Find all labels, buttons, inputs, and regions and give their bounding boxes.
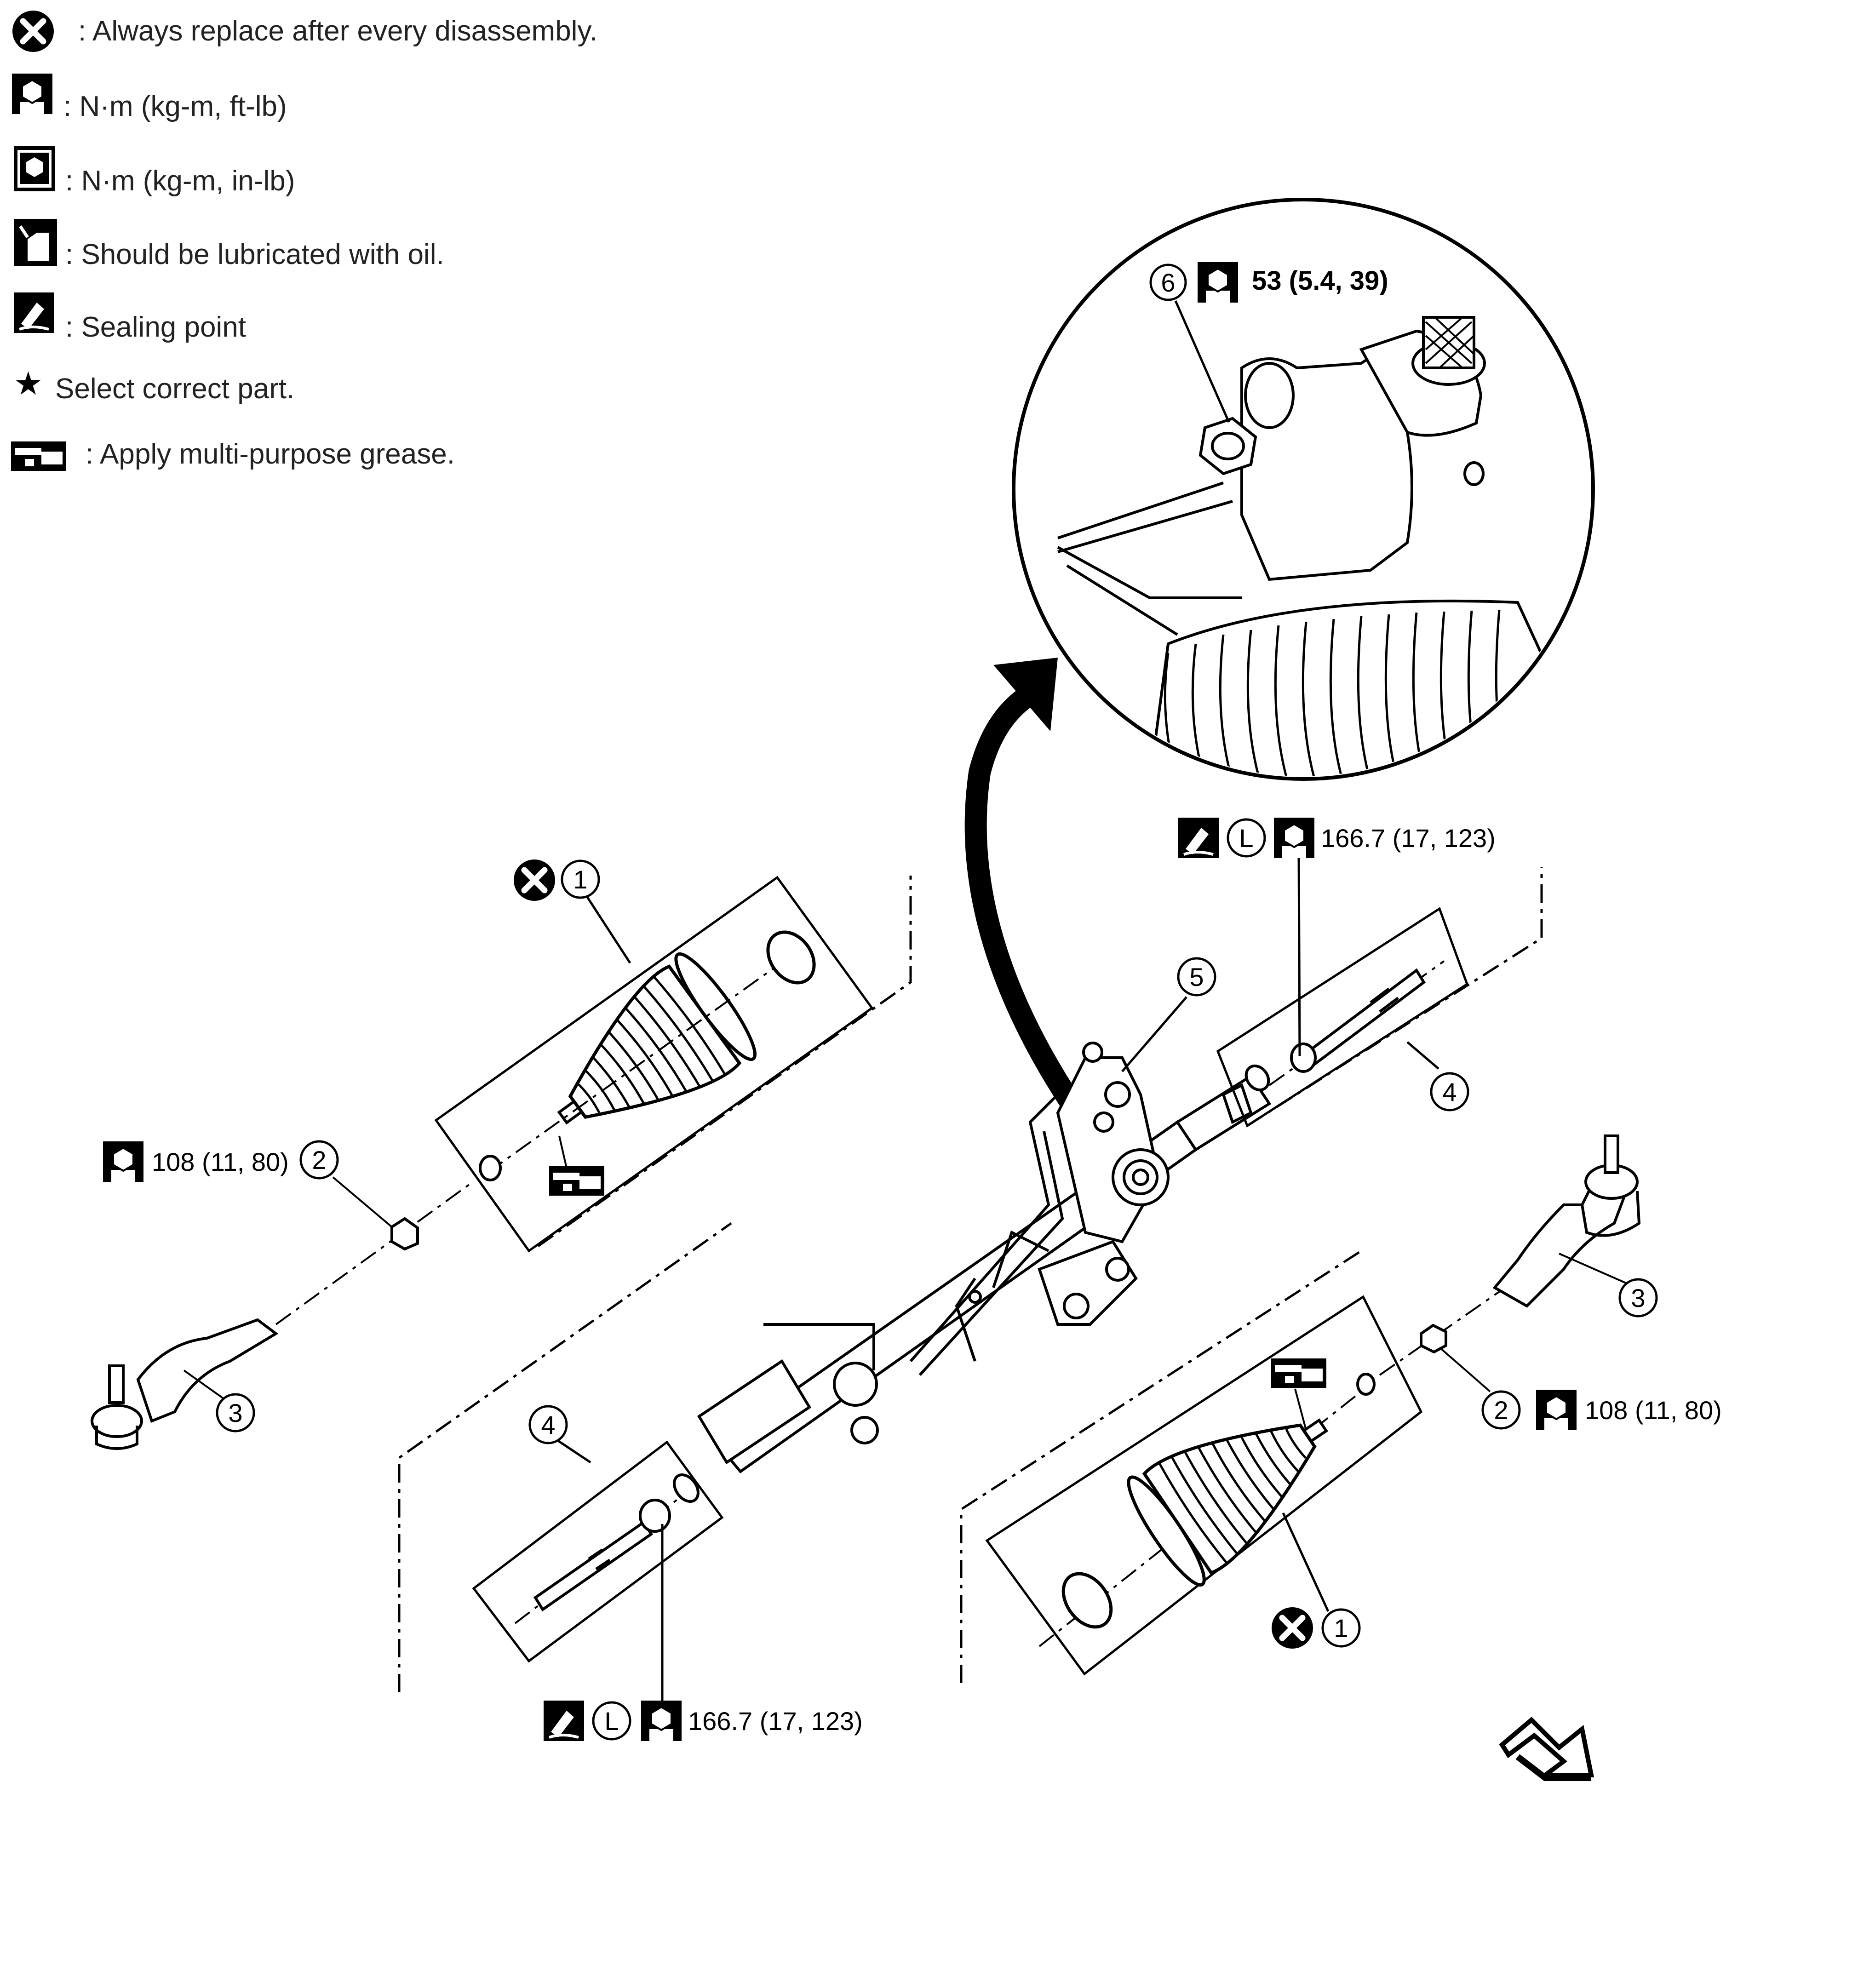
torque-wrench-icon — [640, 1700, 682, 1742]
torque-nut-right-value: 108 (11, 80) — [1585, 1396, 1722, 1425]
torque-wrench-inlb-icon — [14, 146, 55, 191]
right-boot-group: 1 — [960, 1249, 1423, 1683]
callout-5 — [1177, 957, 1216, 997]
callout-3 — [1618, 1278, 1658, 1318]
legend-grease-text: : Apply multi-purpose grease. — [86, 438, 455, 470]
torque-wrench-icon — [1197, 261, 1239, 304]
left-boot-group: 1 — [434, 859, 912, 1253]
front-direction-arrow-icon — [1499, 1717, 1594, 1781]
legend-replace-text: : Always replace after every disassembly… — [78, 15, 597, 47]
grease-gun-icon — [549, 1166, 604, 1196]
callout-4-label: 4 — [541, 1410, 555, 1439]
callout-3 — [216, 1393, 255, 1432]
legend: : Always replace after every disassembly… — [11, 11, 597, 471]
callout-6-label: 6 — [1161, 268, 1175, 297]
left-inner-rod-group: 4 L 166.7 (17, 123) — [398, 1222, 863, 1742]
callout-3-label: 3 — [1631, 1283, 1645, 1312]
l-letter-badge — [1227, 818, 1266, 858]
right-inner-rod-group: L 166.7 (17, 123) 4 — [1178, 817, 1543, 1128]
detail-arrow — [964, 658, 1081, 1110]
grease-gun-icon — [1271, 1358, 1326, 1388]
callout-2 — [299, 1140, 339, 1180]
callout-4 — [528, 1405, 568, 1444]
callout-1-label: 1 — [573, 865, 587, 894]
torque-wrench-icon — [11, 73, 53, 115]
callout-4-label: 4 — [1442, 1077, 1457, 1106]
x-circle-icon — [1272, 1607, 1313, 1649]
sealing-point-icon — [544, 1701, 584, 1741]
torque-wrench-icon — [1535, 1389, 1577, 1431]
callout-1 — [1321, 1608, 1361, 1648]
legend-select-text: Select correct part. — [55, 373, 294, 405]
callout-5-label: 5 — [1189, 962, 1204, 991]
right-tie-rod-end — [1379, 1134, 1641, 1392]
torque-inner-right-value: 166.7 (17, 123) — [1321, 824, 1496, 853]
torque-wrench-icon — [1273, 817, 1315, 859]
callout-1 — [561, 859, 600, 899]
callout-2-label: 2 — [1494, 1396, 1508, 1425]
oil-can-icon — [14, 219, 57, 266]
callout-2-label: 2 — [312, 1146, 326, 1174]
legend-sealing-text: : Sealing point — [65, 311, 246, 343]
callout-4 — [1430, 1072, 1469, 1111]
l-letter-label: L — [1239, 824, 1253, 853]
torque-inner-left-value: 166.7 (17, 123) — [688, 1707, 863, 1736]
l-letter-badge — [592, 1701, 631, 1741]
detail-view-circle: 6 53 (5.4, 39) — [1012, 198, 1595, 781]
grease-gun-icon — [11, 441, 66, 471]
sealing-point-icon — [14, 292, 54, 333]
l-letter-label: L — [604, 1707, 619, 1736]
callout-1-label: 1 — [1334, 1614, 1348, 1643]
callout-6 — [1149, 264, 1187, 301]
x-circle-icon — [514, 859, 555, 901]
x-circle-icon — [12, 11, 54, 52]
torque-nut-left-value: 108 (11, 80) — [152, 1147, 289, 1176]
legend-torque-ftlb-text: : N·m (kg-m, ft-lb) — [63, 91, 287, 122]
legend-torque-inlb-text: : N·m (kg-m, in-lb) — [65, 165, 295, 197]
left-tie-rod-end — [91, 1176, 470, 1450]
rack-housing — [697, 1042, 1272, 1474]
torque-wrench-icon — [102, 1140, 144, 1183]
callout-2 — [1481, 1390, 1521, 1430]
star-icon: ★ — [14, 366, 43, 401]
legend-oil-text: : Should be lubricated with oil. — [65, 239, 444, 270]
torque-6-value: 53 (5.4, 39) — [1252, 266, 1388, 296]
callout-3-label: 3 — [228, 1398, 242, 1427]
sealing-point-icon — [1178, 818, 1219, 858]
